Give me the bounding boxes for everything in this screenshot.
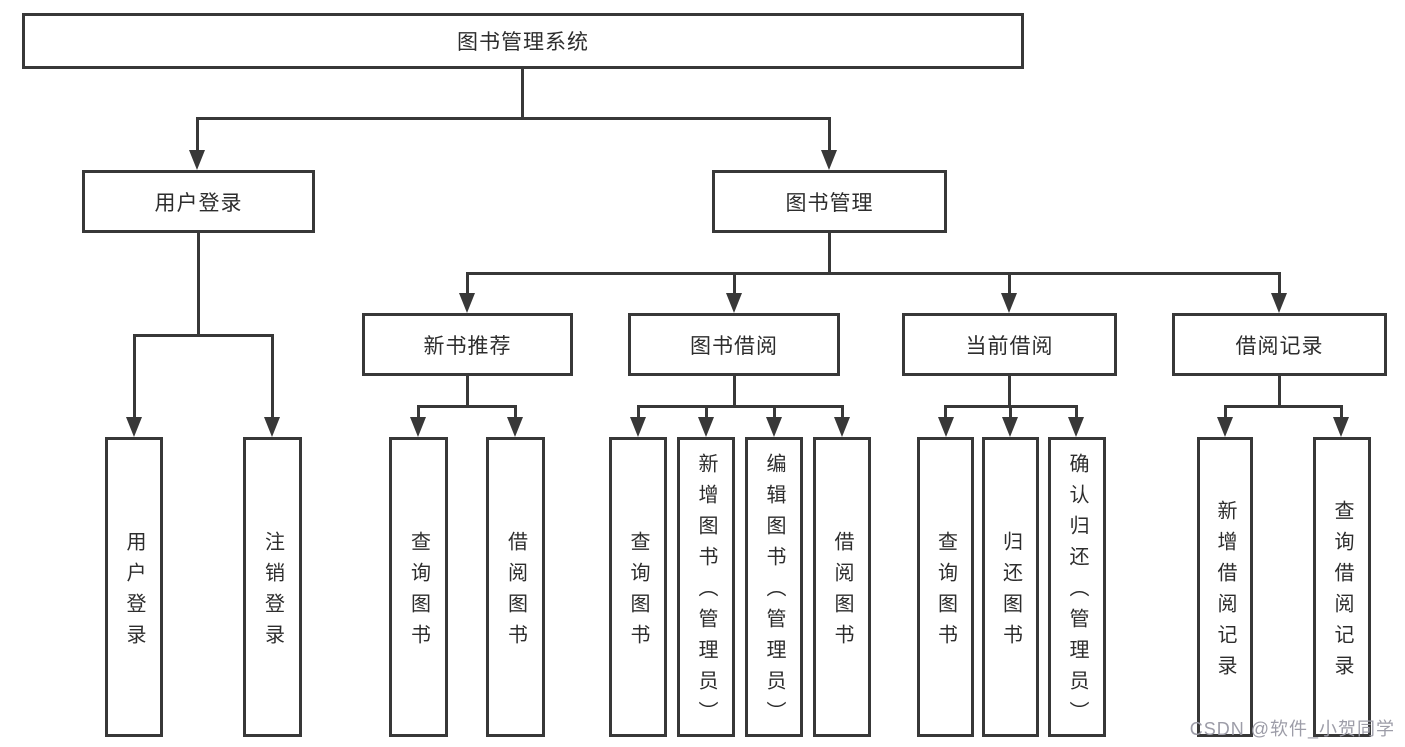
arrowhead-leaf-user-login-icon xyxy=(126,417,142,437)
connector-stem-new-book-recommend xyxy=(466,272,469,295)
leaf-user-login: 用户登录 xyxy=(105,437,163,737)
connector-stem-leaf-logout xyxy=(271,334,274,419)
arrowhead-bb-edit-icon xyxy=(766,417,782,437)
leaf-query-borrow-record: 查询借阅记录 xyxy=(1313,437,1371,737)
node-new-book-recommend: 新书推荐 xyxy=(362,313,573,376)
leaf-query-book-borrow: 查询图书 xyxy=(609,437,667,737)
connector-stem-bb-borrow xyxy=(841,405,844,419)
connector-stem-bb-add xyxy=(705,405,708,419)
connector-stem-nb-borrow xyxy=(514,405,517,419)
leaf-edit-book-admin-label: 编辑图书（管理员） xyxy=(763,453,785,732)
leaf-add-borrow-record: 新增借阅记录 xyxy=(1197,437,1253,737)
node-book-management-label: 图书管理 xyxy=(785,191,874,215)
connector-userlogin-vline xyxy=(197,233,200,336)
node-new-book-recommend-label: 新书推荐 xyxy=(423,334,512,358)
connector-borrowrecords-vline xyxy=(1278,376,1281,407)
connector-borrowrecords-hline xyxy=(1224,405,1342,408)
leaf-user-login-label: 用户登录 xyxy=(123,530,145,655)
connector-userlogin-hline xyxy=(133,334,274,337)
connector-stem-cb-return xyxy=(1009,405,1012,419)
node-book-management: 图书管理 xyxy=(712,170,947,233)
arrowhead-bb-query-icon xyxy=(630,417,646,437)
leaf-edit-book-admin: 编辑图书（管理员） xyxy=(745,437,803,737)
leaf-add-book-admin-label: 新增图书（管理员） xyxy=(695,453,717,732)
arrowhead-new-book-recommend-icon xyxy=(459,293,475,313)
leaf-add-book-admin: 新增图书（管理员） xyxy=(677,437,735,737)
arrowhead-cb-confirm-icon xyxy=(1068,417,1084,437)
arrowhead-cb-query-icon xyxy=(938,417,954,437)
connector-stem-br-query xyxy=(1340,405,1343,419)
leaf-confirm-return-admin-label: 确认归还（管理员） xyxy=(1066,453,1088,732)
node-borrow-records-label: 借阅记录 xyxy=(1235,334,1324,358)
connector-currentborrow-vline xyxy=(1008,376,1011,407)
connector-stem-book-borrow xyxy=(733,272,736,295)
leaf-add-borrow-record-label: 新增借阅记录 xyxy=(1214,499,1236,686)
arrowhead-bb-add-icon xyxy=(698,417,714,437)
leaf-return-book: 归还图书 xyxy=(982,437,1039,737)
node-user-login: 用户登录 xyxy=(82,170,315,233)
connector-newbookrec-vline xyxy=(466,376,469,407)
leaf-query-borrow-record-label: 查询借阅记录 xyxy=(1331,499,1353,686)
node-book-borrow: 图书借阅 xyxy=(628,313,840,376)
leaf-borrow-book-label: 借阅图书 xyxy=(831,530,853,655)
arrowhead-leaf-logout-icon xyxy=(264,417,280,437)
node-user-login-label: 用户登录 xyxy=(154,191,243,215)
leaf-logout-label: 注销登录 xyxy=(261,530,284,655)
connector-stem-cb-confirm xyxy=(1075,405,1078,419)
node-borrow-records: 借阅记录 xyxy=(1172,313,1387,376)
leaf-query-book-current: 查询图书 xyxy=(917,437,974,737)
leaf-query-book-borrow-label: 查询图书 xyxy=(627,530,649,655)
node-current-borrow-label: 当前借阅 xyxy=(965,334,1054,358)
arrowhead-nb-borrow-icon xyxy=(507,417,523,437)
connector-root-hline xyxy=(197,117,831,120)
leaf-query-book-newrec: 查询图书 xyxy=(389,437,448,737)
connector-stem-bb-query xyxy=(637,405,640,419)
arrowhead-borrow-records-icon xyxy=(1271,293,1287,313)
leaf-query-book-current-label: 查询图书 xyxy=(934,530,957,655)
node-book-borrow-label: 图书借阅 xyxy=(690,334,778,358)
leaf-confirm-return-admin: 确认归还（管理员） xyxy=(1048,437,1106,737)
leaf-borrow-book-newrec: 借阅图书 xyxy=(486,437,545,737)
leaf-return-book-label: 归还图书 xyxy=(999,530,1022,655)
connector-stem-nb-query xyxy=(417,405,420,419)
connector-stem-leaf-user-login xyxy=(133,334,136,419)
connector-newbookrec-hline xyxy=(417,405,517,408)
connector-stem-user-login xyxy=(196,117,199,152)
connector-bookborrow-hline xyxy=(637,405,843,408)
connector-bookmgmt-hline xyxy=(466,272,1280,275)
arrowhead-bb-borrow-icon xyxy=(834,417,850,437)
watermark: CSDN @软件_小贺同学 xyxy=(1189,719,1395,739)
arrowhead-user-login-icon xyxy=(189,150,205,170)
arrowhead-current-borrow-icon xyxy=(1001,293,1017,313)
node-current-borrow: 当前借阅 xyxy=(902,313,1117,376)
connector-stem-book-management xyxy=(828,117,831,152)
leaf-query-book-newrec-label: 查询图书 xyxy=(407,530,430,655)
node-library-system-label: 图书管理系统 xyxy=(457,31,589,54)
connector-bookborrow-vline xyxy=(733,376,736,407)
connector-stem-br-add xyxy=(1224,405,1227,419)
connector-stem-current-borrow xyxy=(1008,272,1011,295)
leaf-borrow-book-newrec-label: 借阅图书 xyxy=(504,530,527,655)
connector-root-vline xyxy=(521,69,524,118)
node-library-system: 图书管理系统 xyxy=(22,13,1024,69)
arrowhead-cb-return-icon xyxy=(1002,417,1018,437)
connector-bookmgmt-vline xyxy=(828,233,831,274)
connector-stem-bb-edit xyxy=(773,405,776,419)
arrowhead-book-management-icon xyxy=(821,150,837,170)
connector-stem-cb-query xyxy=(944,405,947,419)
arrowhead-br-add-icon xyxy=(1217,417,1233,437)
leaf-logout: 注销登录 xyxy=(243,437,302,737)
arrowhead-nb-query-icon xyxy=(410,417,426,437)
arrowhead-book-borrow-icon xyxy=(726,293,742,313)
leaf-borrow-book: 借阅图书 xyxy=(813,437,871,737)
arrowhead-br-query-icon xyxy=(1333,417,1349,437)
connector-stem-borrow-records xyxy=(1278,272,1281,295)
